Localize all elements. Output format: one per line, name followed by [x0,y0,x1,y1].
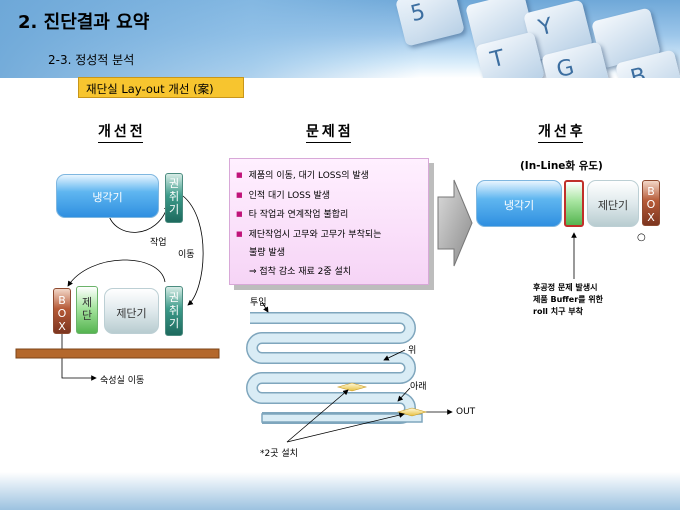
list-item: ■타 작업과 연계작업 불합리 [236,210,349,220]
transition-arrow [437,179,473,267]
install-pointer-2 [286,412,405,443]
lower-pointer [397,387,411,402]
inlet-label: 투입 [250,298,267,308]
list-item: ■인적 대기 LOSS 발생 [236,190,331,201]
upper-pointer [383,349,406,361]
list-item-continuation: 불량 발생 [249,248,285,258]
install-label: *2곳 설치 [260,449,298,459]
serpentine-path [246,312,416,424]
cooler-before: 냉각기 [56,174,159,218]
circle-mark: ○ [637,232,646,243]
heading-problem: 문제점 [306,121,354,143]
remedy-text: ⇒ 접착 감소 재료 2중 설치 [249,266,352,277]
heading-before: 개선전 [98,121,146,143]
roller-upper [336,382,368,392]
footer-city-fade [0,472,680,510]
topic-tag: 재단실 Lay-out 개선 (案) [78,77,244,98]
buffer-note: 후공정 문제 발생시 제품 Buffer를 위한 roll 치구 부착 [533,283,604,316]
buffer-roll [564,180,584,227]
conveyor-bar [15,348,220,359]
cooler-after: 냉각기 [476,180,562,227]
page-title: 2. 진단결과 요약 [18,12,150,33]
problem-list: ■제품의 이동, 대기 LOSS의 발생 ■인적 대기 LOSS 발생 ■타 작… [229,158,429,285]
aging-move-arrow [61,333,97,381]
install-pointer-1 [286,389,349,443]
move-arrow [182,195,204,306]
heading-after: 개선후 [538,121,586,143]
lower-label: 아래 [410,382,427,392]
header-banner: 5 Y T G B [0,0,680,78]
cutter-before: 제단기 [104,288,159,334]
outlet-label: OUT [456,407,476,417]
move-label: 이동 [178,250,195,260]
list-item: ■제단작업시 고무와 고무가 부착되는 [236,229,382,240]
work-move-arrow [107,204,170,233]
section-subtitle: 2-3. 정성적 분석 [48,53,135,67]
cutter-after: 제단기 [587,180,639,227]
work-move-label: 작업 [150,238,167,248]
outlet-track [261,413,423,423]
roller-lower [396,407,428,417]
return-arrow [67,259,166,287]
after-caption: (In-Line화 유도) [520,160,603,172]
aging-move-label: 숙성실 이동 [100,376,145,386]
inlet-pointer [261,301,269,313]
list-item: ■제품의 이동, 대기 LOSS의 발생 [236,171,369,181]
upper-label: 위 [408,346,417,356]
banner-fade [0,0,420,78]
